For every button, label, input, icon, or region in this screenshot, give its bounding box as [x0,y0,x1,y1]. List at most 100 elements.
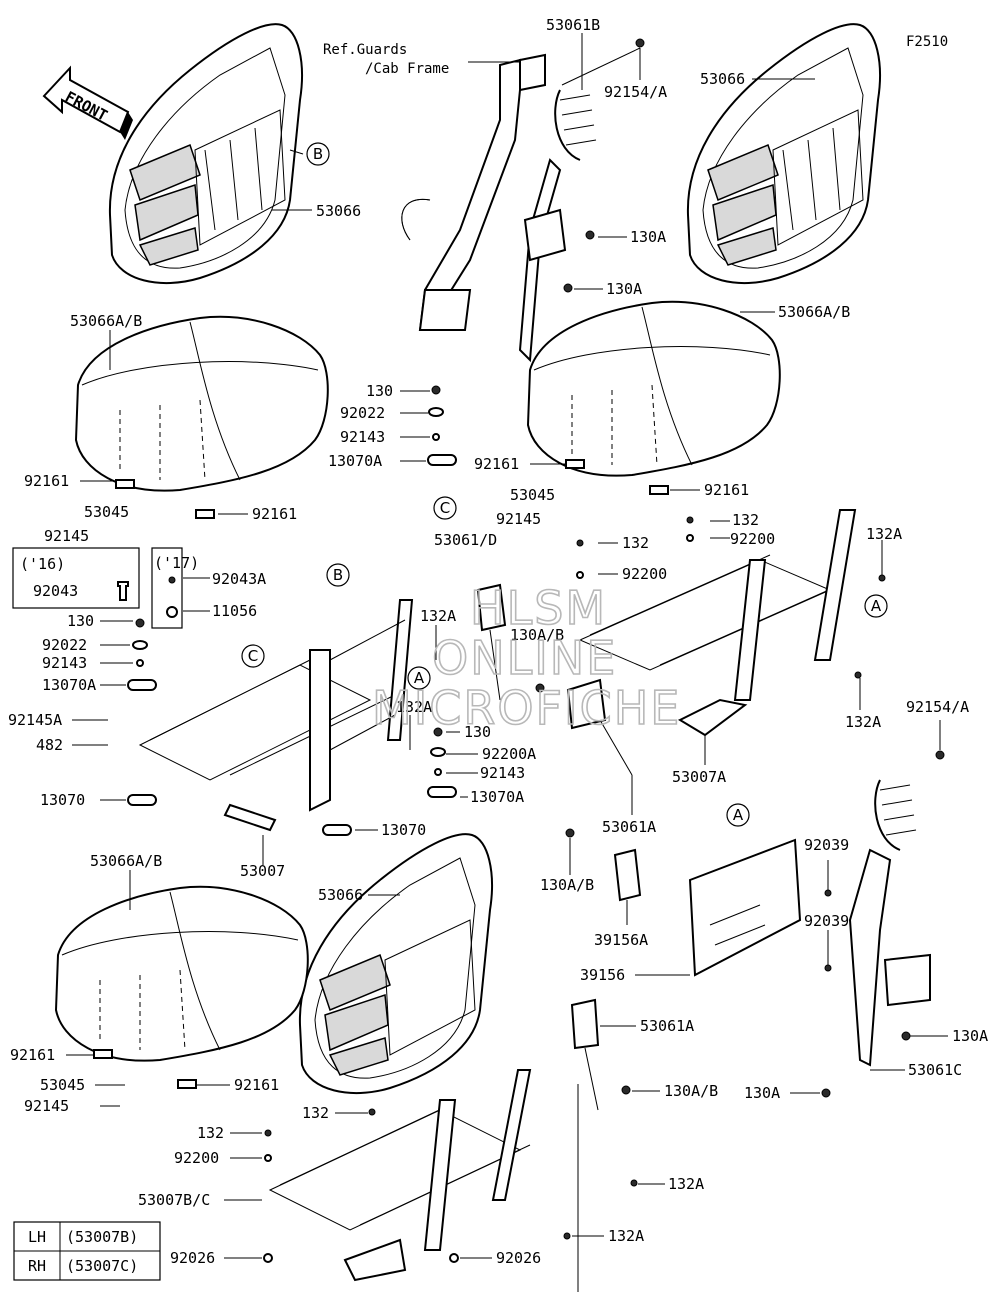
side-cover-39156 [613,838,802,977]
side-table-row1-side: LH [28,1228,46,1246]
label-132-r2: 132 [622,534,649,552]
label-53066AB-left: 53066A/B [70,312,142,330]
label-53007A: 53007A [672,768,726,786]
label-92161-r1: 92161 [474,455,519,473]
label-130A-1: 130A [630,228,666,246]
label-132-b2: 132 [197,1124,224,1142]
label-53061A-mid: 53061A [602,818,656,836]
label-92022-mid: 92022 [340,404,385,422]
label-130A-r1: 130A [952,1027,988,1045]
label-130AB-mid: 130A/B [510,626,564,644]
label-130-c: 130 [464,723,491,741]
label-92039-1: 92039 [804,836,849,854]
front-arrow-icon: FRONT [42,65,133,140]
label-53045-r: 53045 [510,486,555,504]
label-53061D: 53061/D [434,531,497,549]
seat-frame-bottom [268,1069,532,1282]
buckle-bottom [570,998,600,1111]
label-39156A: 39156A [594,931,648,949]
label-53061B: 53061B [546,16,600,34]
bubble-B-left: B [333,566,343,584]
label-92200-r1: 92200 [730,530,775,548]
label-130A-r2: 130A [744,1084,780,1102]
label-132A-mid: 132A [420,607,456,625]
guard-frame [401,53,546,331]
bubble-A-left: A [414,669,425,687]
label-39156: 39156 [580,966,625,984]
label-92200A: 92200A [482,745,536,763]
label-92200-b: 92200 [174,1149,219,1167]
labels: F2510 Ref.Guards /Cab Frame 53061B 92154… [8,16,988,1267]
bubble-A-cover: A [733,806,744,824]
label-53066-tl: 53066 [316,202,361,220]
label-130AB-r: 130A/B [540,876,594,894]
label-92161-b2: 92161 [234,1076,279,1094]
label-92143-mid: 92143 [340,428,385,446]
label-130AB-b: 130A/B [664,1082,718,1100]
label-92145A: 92145A [8,711,62,729]
label-13070-c: 13070 [381,821,426,839]
buckle-right-seat [566,678,633,776]
seat-back-bottom [298,833,493,1095]
label-92145-b: 92145 [24,1097,69,1115]
label-11056: 11056 [212,602,257,620]
year-16-part: 92043 [33,582,78,600]
label-92161-l1: 92161 [24,472,69,490]
label-92026-1: 92026 [170,1249,215,1267]
label-92039-2: 92039 [804,912,849,930]
leader-lines [66,33,948,1292]
watermark: HLSM ONLINE MICROFICHE [371,580,681,736]
label-92145-r: 92145 [496,510,541,528]
label-92043A: 92043A [212,570,266,588]
label-92143-c: 92143 [480,764,525,782]
label-13070-l: 13070 [40,791,85,809]
seatbelt-center [518,89,597,363]
label-53045-b: 53045 [40,1076,85,1094]
label-132A-r: 132A [845,713,881,731]
label-53045-l: 53045 [84,503,129,521]
label-130-l: 130 [67,612,94,630]
label-482: 482 [36,736,63,754]
callout-bubbles: B C B C A A A [241,142,888,827]
label-53061C: 53061C [908,1061,962,1079]
label-132A-b1: 132A [668,1175,704,1193]
label-53007: 53007 [240,862,285,880]
seat-back-top-left [108,23,303,285]
seat-cushion-right [526,300,781,477]
bubble-A-right: A [871,597,882,615]
buckle-mid [476,583,507,701]
label-92161-r2: 92161 [704,481,749,499]
year-box-17: ('17) [151,547,199,629]
label-53007BC: 53007B/C [138,1191,210,1209]
label-92154A-r: 92154/A [906,698,969,716]
label-92022-l: 92022 [42,636,87,654]
label-130-mid: 130 [366,382,393,400]
label-92145-l: 92145 [44,527,89,545]
seat-back-top-right [686,23,881,285]
watermark-line3: MICROFICHE [372,681,681,735]
label-92154A-top: 92154/A [604,83,667,101]
bubble-B-top: B [313,145,323,163]
side-table-row2-part: (53007C) [66,1257,138,1275]
label-130A-2: 130A [606,280,642,298]
label-92200-r2: 92200 [622,565,667,583]
label-132A-b2: 132A [608,1227,644,1245]
seat-cushion-bottom [54,885,309,1062]
label-132-r1: 132 [732,511,759,529]
label-13070A-c: 13070A [470,788,524,806]
watermark-line1: HLSM [470,581,607,635]
year-16-label: ('16) [20,555,65,573]
label-132-b: 132 [302,1104,329,1122]
seatbelt-right [848,779,931,1067]
year-17-label: ('17) [154,554,199,572]
figure-code: F2510 [906,34,948,50]
label-132A-tr: 132A [866,525,902,543]
label-132A-mid2: 132A [396,698,432,716]
side-table-row2-side: RH [28,1257,46,1275]
label-92161-l2: 92161 [252,505,297,523]
ref-note-line1: Ref.Guards [323,42,407,58]
label-92026-2: 92026 [496,1249,541,1267]
side-table-row1-part: (53007B) [66,1228,138,1246]
bubble-C-mid: C [440,499,450,517]
